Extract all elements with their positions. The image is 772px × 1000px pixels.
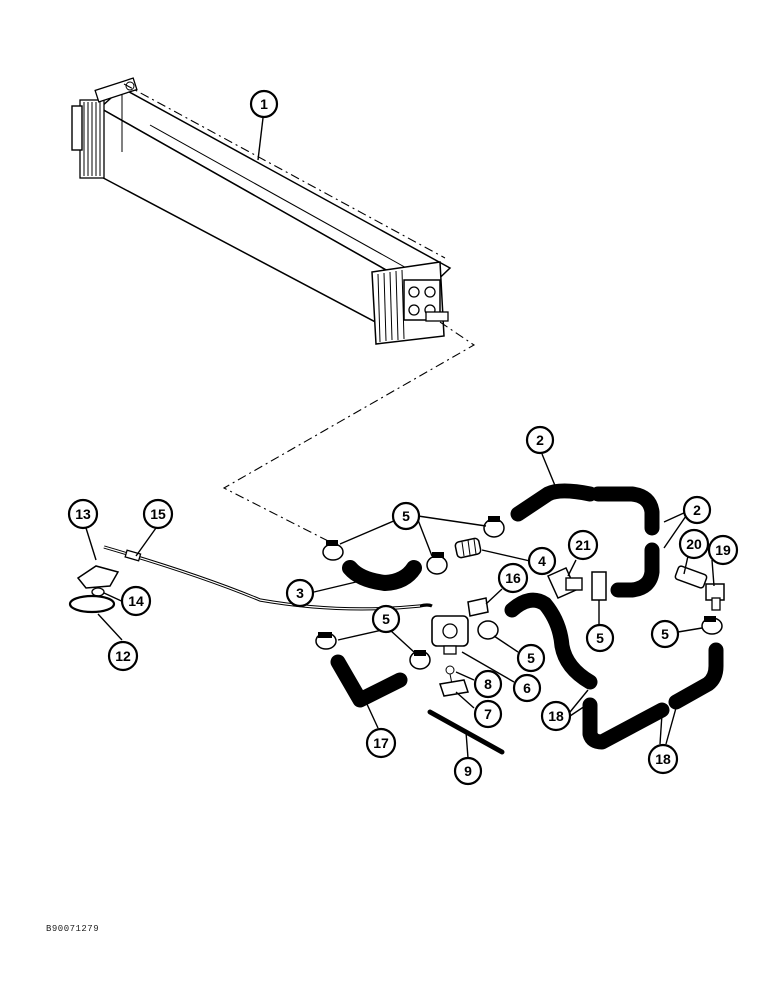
callout-18: 18 [647, 743, 679, 775]
washer [91, 587, 105, 597]
callout-6: 6 [512, 673, 542, 703]
svg-text:2: 2 [693, 502, 701, 518]
callout-8: 8 [473, 669, 503, 699]
svg-text:5: 5 [661, 626, 669, 642]
svg-text:18: 18 [655, 751, 671, 767]
svg-text:12: 12 [115, 648, 131, 664]
figure-reference: B90071279 [46, 924, 100, 934]
clamp [483, 516, 505, 538]
clamp [315, 632, 337, 650]
elbow-fitting [547, 567, 583, 599]
callout-5: 5 [650, 619, 680, 649]
callout-2: 2 [525, 425, 555, 455]
callout-16: 16 [497, 562, 529, 594]
svg-text:6: 6 [523, 680, 531, 696]
valve-bracket [467, 597, 489, 617]
svg-text:21: 21 [575, 537, 591, 553]
assembly-lines [123, 83, 476, 546]
clamp [701, 616, 723, 635]
svg-text:3: 3 [296, 585, 304, 601]
callout-5: 5 [371, 604, 401, 634]
svg-text:9: 9 [464, 763, 472, 779]
svg-text:18: 18 [548, 708, 564, 724]
svg-text:8: 8 [484, 676, 492, 692]
svg-text:13: 13 [75, 506, 91, 522]
tube-connector [454, 537, 482, 559]
callout-7: 7 [473, 699, 503, 729]
water-valve [431, 615, 469, 655]
callout-9: 9 [453, 756, 483, 786]
callout-15: 15 [142, 498, 174, 530]
callout-3: 3 [285, 578, 315, 608]
bezel [68, 594, 116, 614]
callout-12: 12 [107, 640, 139, 672]
svg-text:5: 5 [402, 508, 410, 524]
svg-text:20: 20 [686, 536, 702, 552]
svg-text:7: 7 [484, 706, 492, 722]
clamp [322, 540, 344, 561]
hoses [330, 483, 724, 750]
svg-text:5: 5 [527, 650, 535, 666]
screw [445, 665, 455, 685]
callout-5: 5 [391, 501, 421, 531]
callout-17: 17 [365, 727, 397, 759]
hose-strip [591, 571, 607, 601]
svg-text:1: 1 [260, 96, 268, 112]
svg-text:15: 15 [150, 506, 166, 522]
left-fin-stack [71, 77, 138, 179]
callout-19: 19 [707, 534, 739, 566]
right-fin-stack [371, 261, 449, 345]
svg-text:19: 19 [715, 542, 731, 558]
clamp [426, 552, 448, 575]
svg-text:14: 14 [128, 593, 144, 609]
svg-text:17: 17 [373, 735, 389, 751]
callout-14: 14 [120, 585, 152, 617]
callout-18: 18 [540, 700, 572, 732]
svg-text:16: 16 [505, 570, 521, 586]
callout-20: 20 [678, 528, 710, 560]
callout-5: 5 [516, 643, 546, 673]
callout-2: 2 [682, 495, 712, 525]
control-knob [76, 565, 120, 589]
callout-13: 13 [67, 498, 99, 530]
clamp [477, 620, 499, 640]
svg-text:5: 5 [382, 611, 390, 627]
fittings [68, 516, 725, 755]
straight-fitting [674, 565, 708, 589]
callout-21: 21 [567, 529, 599, 561]
clamp [409, 650, 431, 670]
mounting-bracket [439, 679, 469, 697]
callouts: 1 2 2 3 4 5 5 5 5 5 6 7 8 9 12 13 14 15 … [67, 89, 739, 786]
leader-lines [85, 117, 715, 759]
callout-4: 4 [527, 546, 557, 576]
heater-core [71, 77, 452, 345]
svg-text:4: 4 [538, 553, 546, 569]
svg-text:5: 5 [596, 630, 604, 646]
callout-1: 1 [249, 89, 279, 119]
callout-5: 5 [585, 623, 615, 653]
drain-valve [705, 583, 725, 611]
svg-text:2: 2 [536, 432, 544, 448]
